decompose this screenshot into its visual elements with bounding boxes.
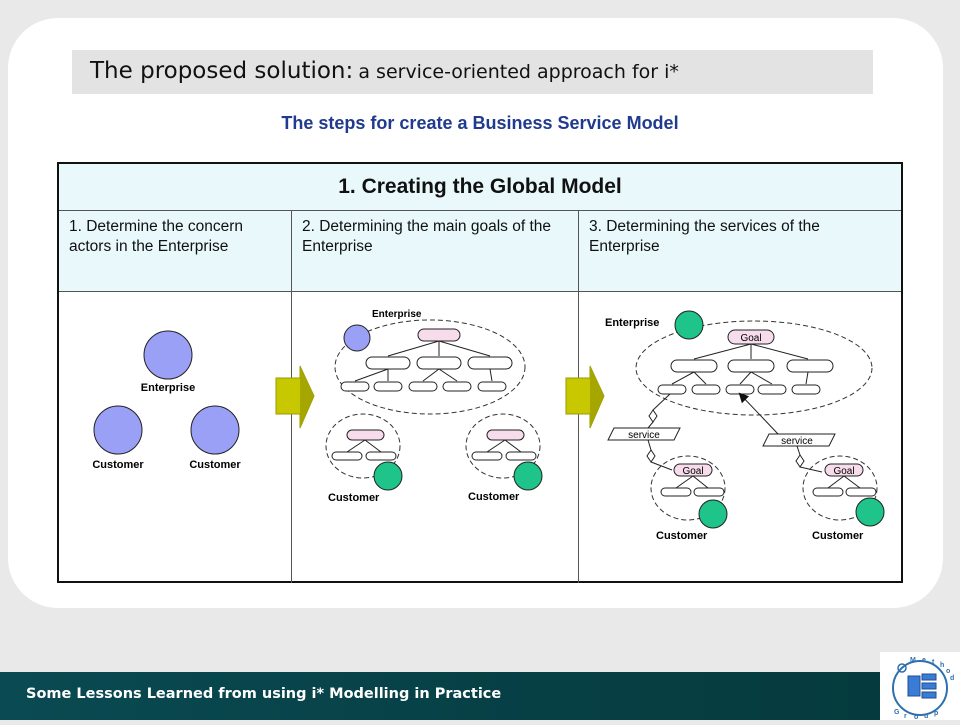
title-sub: a service-oriented approach for i* — [358, 61, 679, 83]
svg-text:o: o — [914, 714, 918, 720]
column-header-3: 3. Determining the services of the Enter… — [579, 211, 901, 292]
svg-text:p: p — [934, 710, 938, 717]
footer-text: Some Lessons Learned from using i* Model… — [26, 686, 502, 702]
svg-text:h: h — [940, 662, 944, 669]
service-node — [607, 427, 681, 441]
diagram-1-actors: Enterprise Customer Customer — [92, 330, 241, 471]
service-label: service — [781, 436, 813, 447]
svg-text:G: G — [894, 709, 900, 716]
customer-label: Customer — [328, 492, 380, 504]
svg-text:o: o — [946, 668, 950, 675]
slide-title: The proposed solution: a service-oriente… — [90, 58, 679, 84]
enterprise-label: Enterprise — [141, 382, 195, 394]
goal-label: Goal — [740, 333, 761, 344]
subtitle: The steps for create a Business Service … — [281, 113, 679, 133]
customer-actor — [190, 405, 240, 455]
svg-text:t: t — [932, 659, 935, 666]
next-step-arrow — [565, 365, 605, 429]
svg-text:e: e — [922, 657, 926, 664]
title-main: The proposed solution: — [90, 58, 354, 84]
svg-text:r: r — [904, 713, 907, 720]
service-node — [762, 433, 836, 447]
logo-icon: M e t h o d G r o u p — [892, 657, 954, 721]
goal-label: Goal — [682, 466, 703, 477]
customer-label: Customer — [812, 530, 864, 542]
footer-bar: Some Lessons Learned from using i* Model… — [0, 672, 960, 720]
customer-label: Customer — [656, 530, 708, 542]
customer-actor — [93, 405, 143, 455]
svg-text:d: d — [950, 675, 954, 682]
column-header-1: 1. Determine the concern actors in the E… — [59, 211, 291, 292]
method-group-logo: M e t h o d G r o u p — [880, 652, 960, 721]
customer-label: Customer — [92, 459, 144, 471]
enterprise-label: Enterprise — [605, 317, 659, 329]
customer-label: Customer — [468, 491, 520, 503]
svg-text:u: u — [924, 713, 928, 720]
svg-text:M: M — [910, 657, 916, 664]
title-bar: The proposed solution: a service-oriente… — [72, 50, 873, 94]
goal-label: Goal — [833, 466, 854, 477]
goal-node — [417, 328, 461, 342]
table-heading: 1. Creating the Global Model — [59, 164, 901, 211]
column-header-2: 2. Determining the main goals of the Ent… — [292, 211, 578, 292]
enterprise-label: Enterprise — [372, 309, 422, 320]
service-label: service — [628, 430, 660, 441]
diagram-2-goals: Enterprise Customer Customer — [325, 309, 543, 504]
next-step-arrow — [275, 365, 315, 429]
diagram-3-services: Enterprise Goal service service — [605, 310, 885, 542]
customer-label: Customer — [189, 459, 241, 471]
enterprise-actor — [143, 330, 193, 380]
